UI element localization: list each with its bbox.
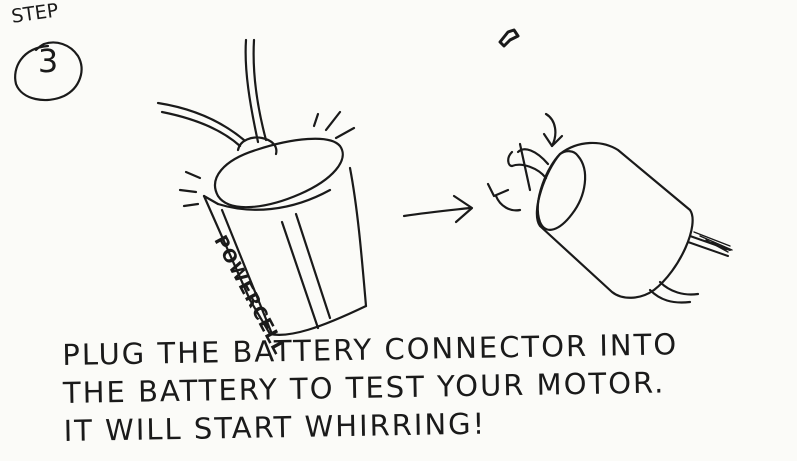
ink-blot-mark	[500, 30, 518, 46]
step-number: 3	[28, 42, 68, 80]
instruction-caption: PLUG THE BATTERY CONNECTOR INTO THE BATT…	[62, 323, 794, 450]
motor-icon	[508, 143, 732, 303]
arrow-right-icon	[404, 196, 472, 222]
battery-icon	[158, 40, 366, 335]
